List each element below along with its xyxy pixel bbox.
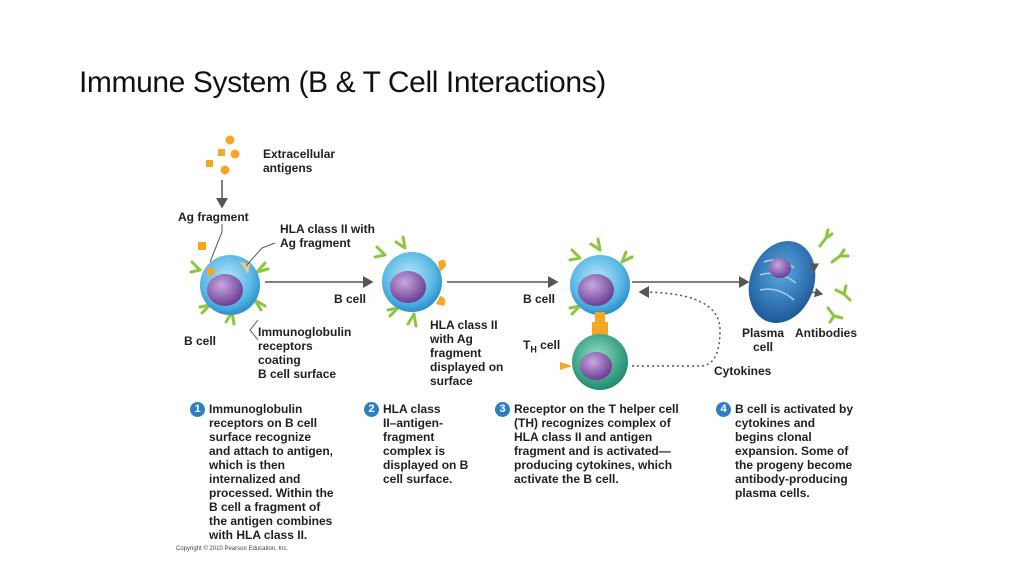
b-cell-1-graphic — [189, 242, 270, 326]
b-cell-3-graphic — [560, 237, 634, 390]
step-4-badge: 4 — [716, 402, 731, 417]
step-1-badge: 1 — [190, 402, 205, 417]
immunoglobulin-receptors-label: Immunoglobulin receptors coating B cell … — [258, 325, 352, 381]
bracket-immunoglobulin — [249, 319, 259, 341]
step-1-text: Immunoglobulin receptors on B cell surfa… — [209, 402, 334, 542]
step-3-text: Receptor on the T helper cell (TH) recog… — [514, 402, 679, 486]
step-3-badge: 3 — [495, 402, 510, 417]
step-4-text: B cell is activated by cytokines and beg… — [735, 402, 854, 500]
b-cell-3-label: B cell — [523, 292, 556, 306]
antibodies-label: Antibodies — [795, 326, 857, 340]
antibodies-graphic — [818, 228, 852, 324]
plasma-cell-graphic — [748, 241, 824, 323]
pointer-hla — [245, 242, 276, 267]
b-cell-2-label: B cell — [334, 292, 367, 306]
cytokines-label: Cytokines — [714, 364, 772, 378]
page-title: Immune System (B & T Cell Interactions) — [79, 66, 606, 99]
hla-displayed-label: HLA class II with Ag fragment displayed … — [430, 318, 504, 388]
extracellular-antigens — [206, 135, 240, 175]
ag-fragment-label: Ag fragment — [178, 210, 249, 224]
hla-class-ii-label: HLA class II with Ag fragment — [280, 222, 375, 250]
plasma-cell-label: Plasma cell — [742, 326, 785, 354]
pointer-ag-fragment — [209, 224, 223, 263]
b-cell-1-label: B cell — [184, 334, 217, 348]
copyright-notice: Copyright © 2010 Pearson Education, Inc. — [176, 546, 289, 552]
step-2-badge: 2 — [364, 402, 379, 417]
b-cell-2-graphic — [373, 235, 446, 328]
th-cell-label: TH cell — [523, 338, 561, 355]
cytokines-arrow — [632, 286, 721, 367]
step-2-text: HLA class II–antigen- fragment complex i… — [383, 402, 469, 486]
extracellular-antigens-label: Extracellular antigens — [263, 147, 336, 175]
